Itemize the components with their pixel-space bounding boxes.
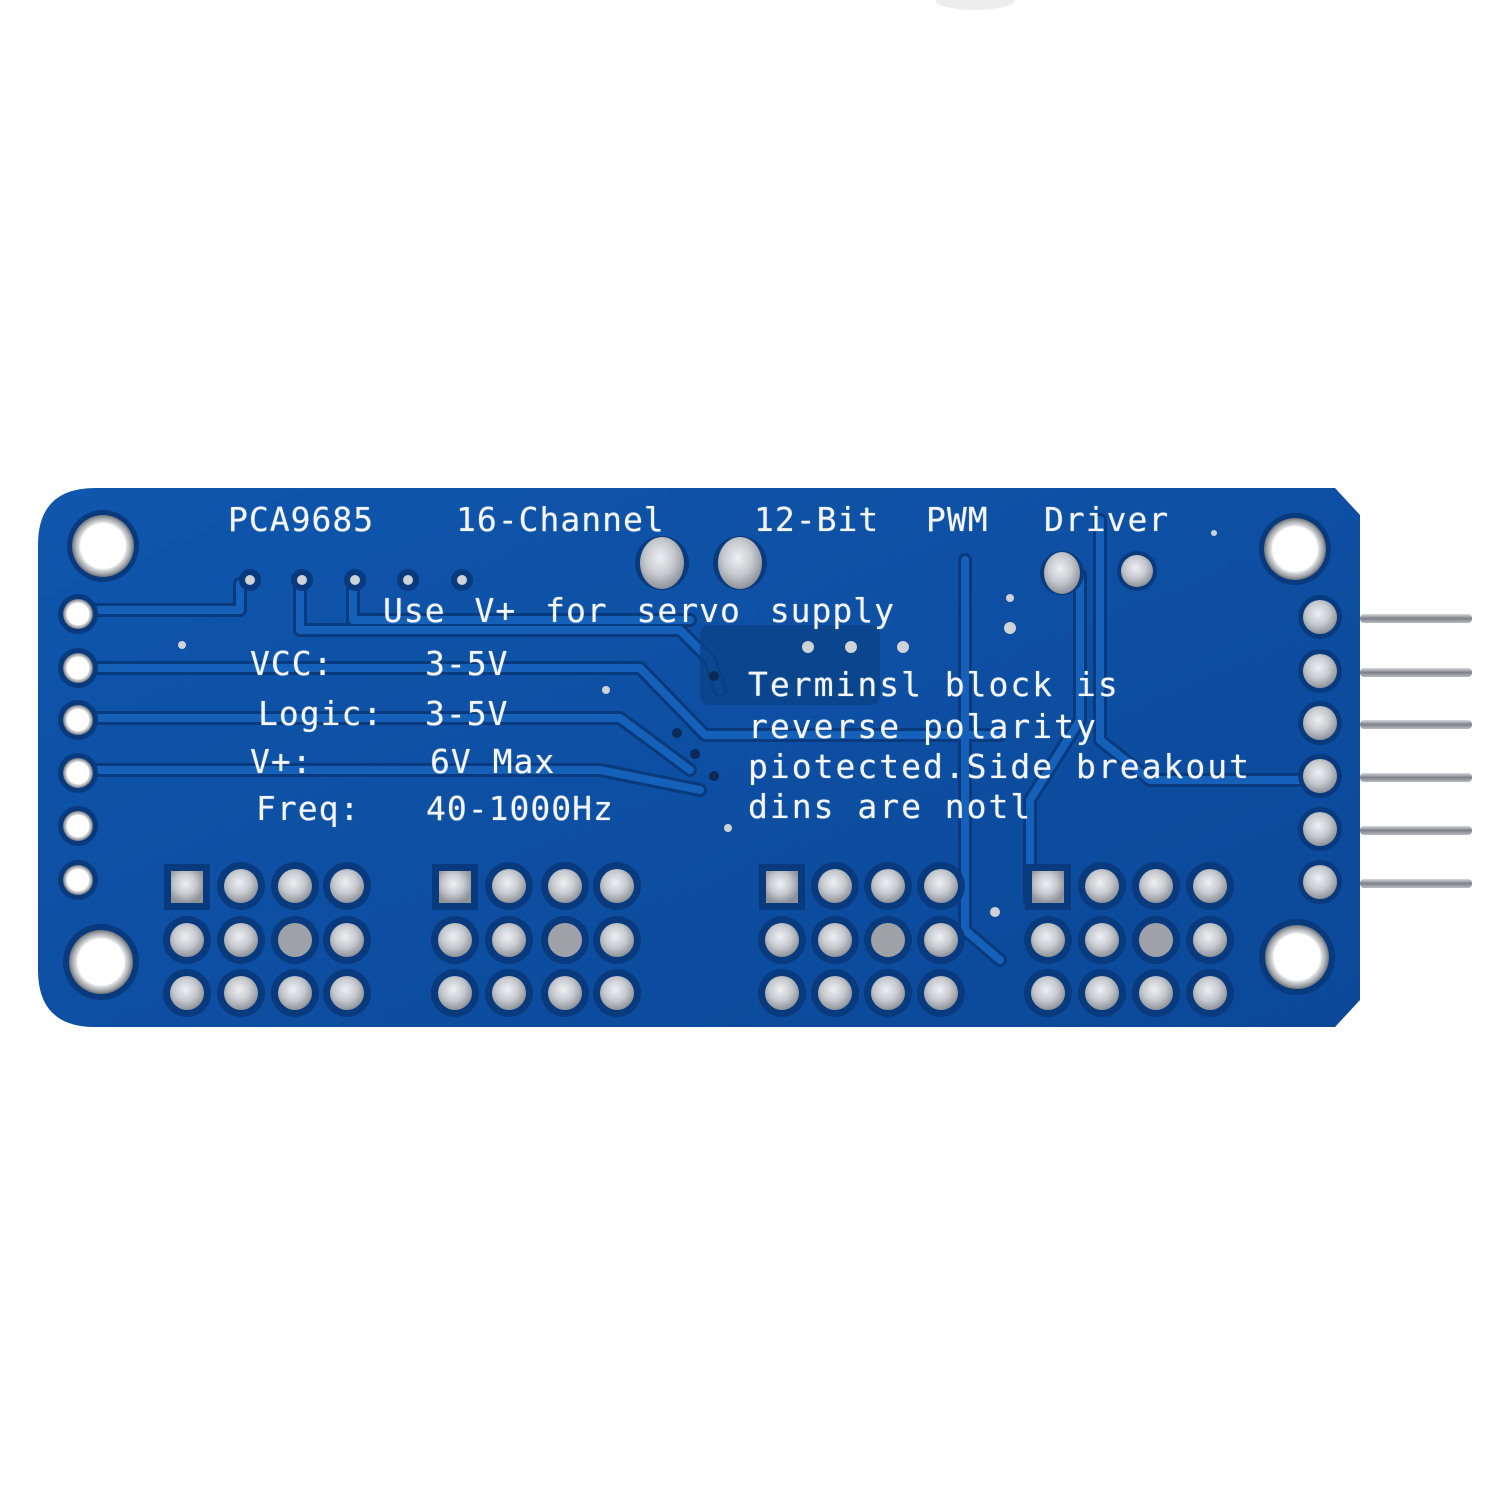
note-line: piotected.Side breakout	[748, 747, 1251, 786]
silk-channels: 16-Channel	[456, 500, 665, 539]
silk-type: PWM	[926, 500, 989, 539]
note-line: reverse polarity	[748, 707, 1098, 746]
misc-vias	[178, 530, 1217, 917]
top-shadow	[935, 0, 1015, 10]
spec-label: VCC:	[250, 644, 334, 683]
silk-part-number: PCA9685	[228, 500, 375, 539]
right-pin-header	[1360, 614, 1472, 888]
spec-label: Freq:	[256, 789, 361, 828]
spec-label: Logic:	[258, 694, 384, 733]
servo-group-3	[758, 862, 965, 1017]
servo-group-1	[163, 862, 371, 1017]
servo-group-4	[1024, 862, 1234, 1017]
note-line: dins are notl	[748, 787, 1033, 826]
mounting-holes	[63, 510, 1335, 1000]
silk-role: Driver	[1044, 500, 1170, 539]
chip-footprint-area	[700, 625, 880, 705]
spec-value: 3-5V	[425, 644, 509, 683]
terminal-block-pads	[635, 536, 1157, 595]
left-breakout-pads	[58, 594, 98, 900]
silk-resolution: 12-Bit	[754, 500, 880, 539]
top-via-row	[239, 569, 473, 591]
spec-value: 3-5V	[425, 694, 509, 733]
spec-value: 6V Max	[430, 742, 556, 781]
right-header-pads	[1298, 595, 1342, 904]
spec-value: 40-1000Hz	[426, 789, 614, 828]
silk-supply-note: Use V+ for servo supply	[383, 591, 895, 630]
servo-header-groups	[163, 862, 1234, 1017]
servo-group-2	[431, 862, 641, 1017]
note-line: Terminsl block is	[748, 665, 1120, 704]
spec-label: V+:	[250, 742, 313, 781]
